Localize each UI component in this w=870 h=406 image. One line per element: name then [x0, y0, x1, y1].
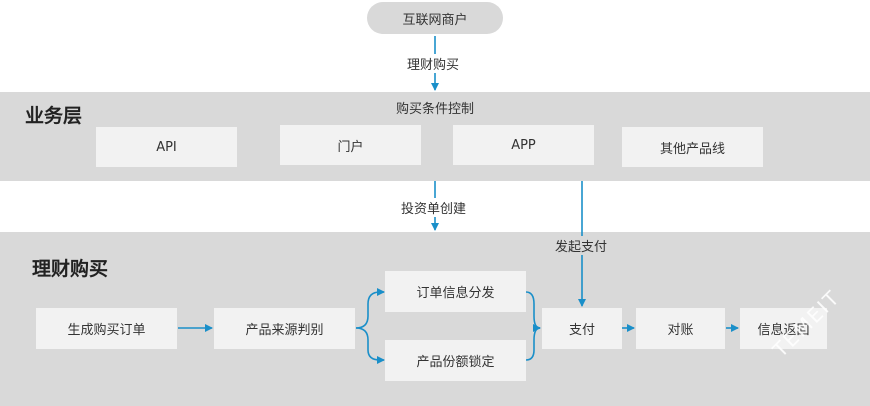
merchant-node: 互联网商户 [367, 2, 503, 34]
label-purchase: 理财购买 [404, 54, 463, 73]
channel-other-product-lines: 其他产品线 [622, 127, 763, 167]
business-layer-title: 业务层 [25, 105, 83, 127]
bracket-split-lower [355, 327, 381, 361]
purchase-layer-title: 理财购买 [32, 258, 109, 280]
bracket-join-lower [525, 327, 541, 361]
step-lock-share: 产品份额锁定 [385, 340, 526, 381]
bracket-split [355, 291, 381, 329]
channel-portal: 门户 [280, 125, 421, 165]
channel-app: APP [453, 125, 594, 165]
label-create-investment: 投资单创建 [398, 198, 470, 217]
step-source-check: 产品来源判别 [214, 308, 355, 349]
bracket-join [525, 291, 541, 329]
step-order-distribute: 订单信息分发 [385, 271, 526, 312]
step-create-order: 生成购买订单 [36, 308, 177, 349]
label-purchase-control: 购买条件控制 [396, 102, 475, 117]
channel-api: API [96, 127, 237, 167]
label-initiate-payment: 发起支付 [552, 236, 611, 255]
step-return-info: 信息返回 [740, 308, 827, 349]
step-payment: 支付 [542, 308, 622, 349]
step-reconcile: 对账 [636, 308, 725, 349]
